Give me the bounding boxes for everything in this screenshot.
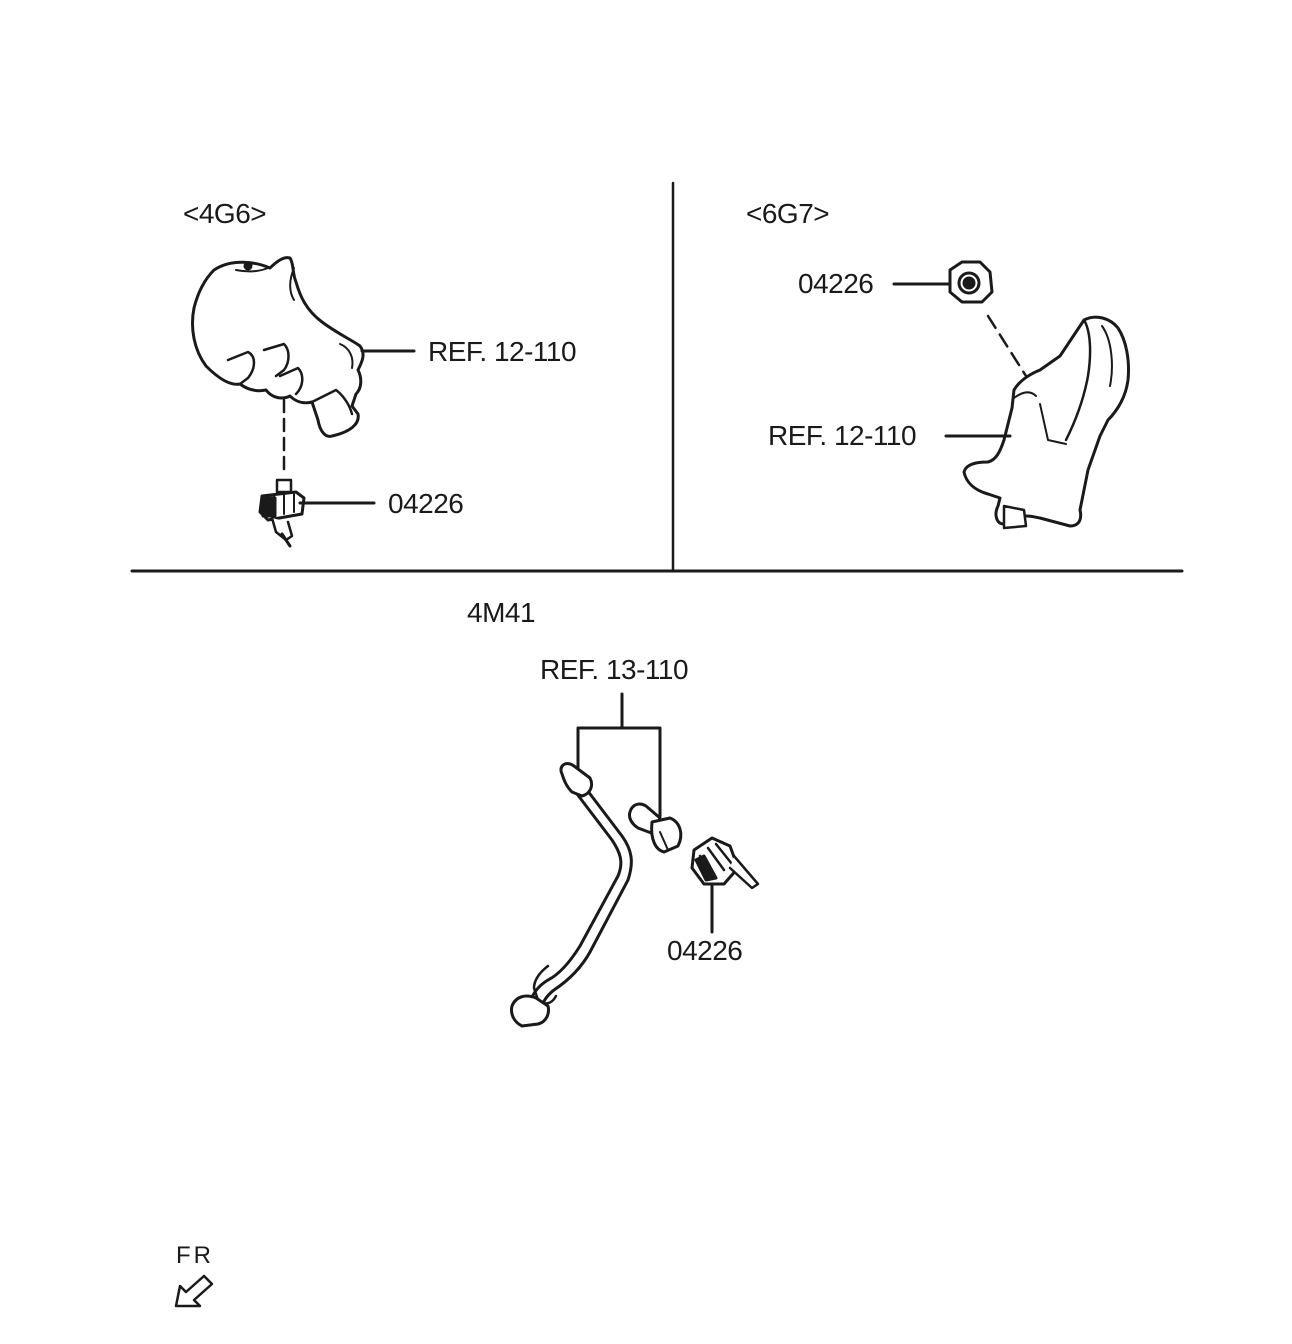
knock-sensor-4m41 — [690, 836, 760, 890]
ref-label-6g7: REF. 12-110 — [768, 420, 917, 451]
bolt-4m41 — [628, 802, 683, 854]
harness-4m41 — [510, 762, 633, 1028]
part-number-4m41: 04226 — [667, 935, 743, 966]
dash-leader-6g7 — [986, 314, 1028, 378]
knock-sensor-4g6 — [258, 478, 306, 548]
variant-label-4g6: <4G6> — [183, 198, 267, 229]
part-number-6g7: 04226 — [798, 268, 874, 299]
front-arrow-icon — [174, 1274, 214, 1308]
variant-label-6g7: <6G7> — [746, 198, 830, 229]
engine-block-6g7 — [962, 315, 1130, 530]
engine-block-4g6 — [191, 256, 365, 438]
front-label: FR — [176, 1242, 214, 1269]
part-number-4g6: 04226 — [388, 488, 464, 519]
ref-label-4m41: REF. 13-110 — [540, 654, 689, 685]
ref-label-4g6: REF. 12-110 — [428, 336, 577, 367]
ref-bracket-4m41 — [576, 692, 662, 818]
variant-label-4m41: 4M41 — [467, 597, 536, 628]
knock-sensor-6g7 — [948, 260, 994, 304]
